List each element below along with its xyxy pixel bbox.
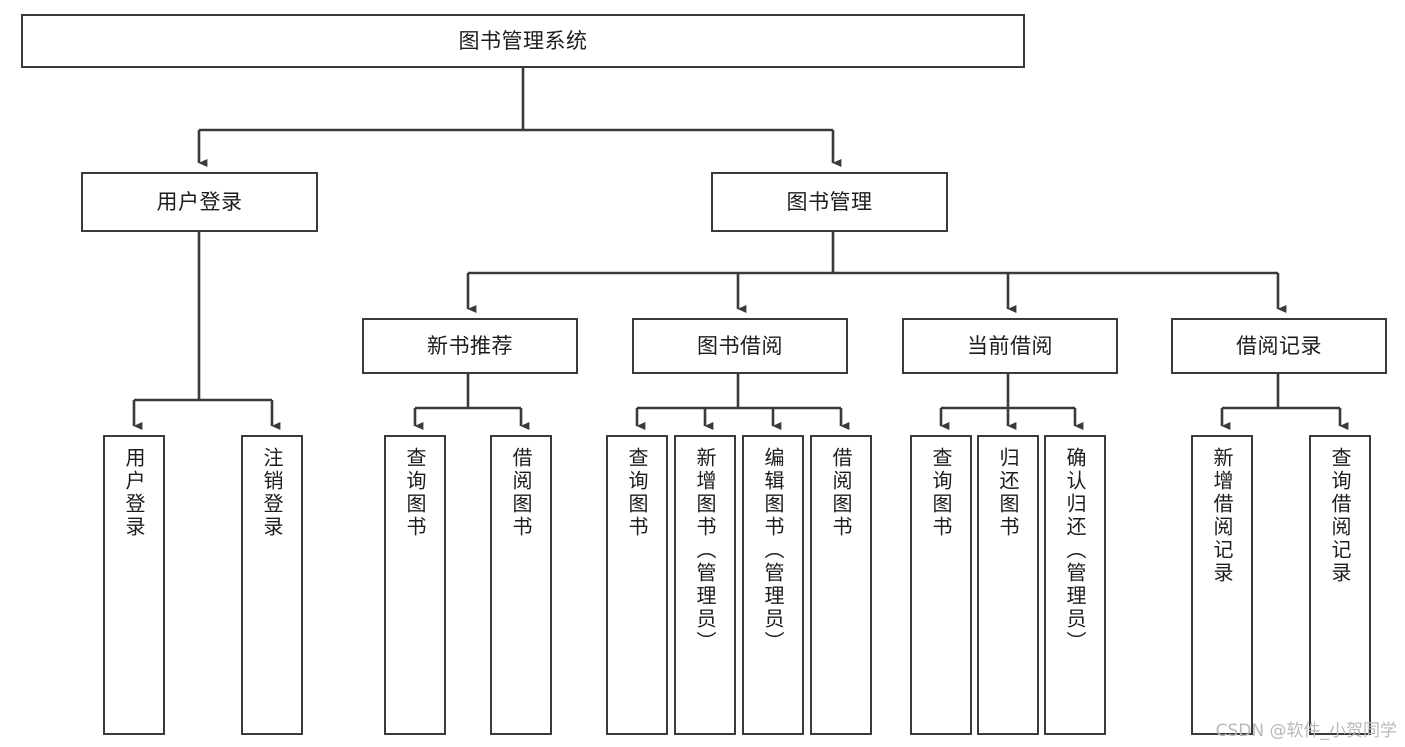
node-user-login[interactable]: 用户登录	[81, 172, 318, 232]
node-label: 图书管理系统	[458, 28, 588, 53]
leaf-record-add-borrow-record[interactable]: 新增借阅记录	[1191, 435, 1253, 735]
node-label: 编辑图书（管理员）	[761, 447, 785, 654]
node-borrow-record[interactable]: 借阅记录	[1171, 318, 1387, 374]
leaf-borrow-borrow-book[interactable]: 借阅图书	[810, 435, 872, 735]
node-label: 借阅图书	[509, 447, 533, 539]
node-new-book-recommend[interactable]: 新书推荐	[362, 318, 578, 374]
node-label: 用户登录	[122, 447, 146, 539]
node-label: 查询图书	[929, 447, 953, 539]
node-book-borrow[interactable]: 图书借阅	[632, 318, 848, 374]
leaf-current-query-book[interactable]: 查询图书	[910, 435, 972, 735]
node-label: 新增借阅记录	[1210, 447, 1234, 585]
node-book-management[interactable]: 图书管理	[711, 172, 948, 232]
leaf-new-book-borrow-book[interactable]: 借阅图书	[490, 435, 552, 735]
node-current-borrow[interactable]: 当前借阅	[902, 318, 1118, 374]
leaf-record-query-borrow-record[interactable]: 查询借阅记录	[1309, 435, 1371, 735]
csdn-watermark: CSDN @软件_小贺同学	[1215, 721, 1397, 741]
leaf-borrow-query-book[interactable]: 查询图书	[606, 435, 668, 735]
leaf-new-book-query-book[interactable]: 查询图书	[384, 435, 446, 735]
node-label: 查询借阅记录	[1328, 447, 1352, 585]
node-label: 注销登录	[260, 447, 284, 539]
node-label: 借阅记录	[1236, 333, 1322, 358]
leaf-current-confirm-return-admin[interactable]: 确认归还（管理员）	[1044, 435, 1106, 735]
node-label: 借阅图书	[829, 447, 853, 539]
node-label: 归还图书	[996, 447, 1020, 539]
leaf-user-login-signin[interactable]: 用户登录	[103, 435, 165, 735]
node-label: 新书推荐	[427, 333, 513, 358]
leaf-user-login-signout[interactable]: 注销登录	[241, 435, 303, 735]
leaf-current-return-book[interactable]: 归还图书	[977, 435, 1039, 735]
node-label: 图书借阅	[697, 333, 783, 358]
leaf-borrow-add-book-admin[interactable]: 新增图书（管理员）	[674, 435, 736, 735]
node-label: 图书管理	[786, 189, 873, 214]
node-label: 当前借阅	[967, 333, 1053, 358]
node-root-book-management-system[interactable]: 图书管理系统	[21, 14, 1025, 68]
node-label: 确认归还（管理员）	[1063, 447, 1087, 654]
node-label: 用户登录	[156, 189, 243, 214]
node-label: 查询图书	[625, 447, 649, 539]
leaf-borrow-edit-book-admin[interactable]: 编辑图书（管理员）	[742, 435, 804, 735]
node-label: 新增图书（管理员）	[693, 447, 717, 654]
node-label: 查询图书	[403, 447, 427, 539]
